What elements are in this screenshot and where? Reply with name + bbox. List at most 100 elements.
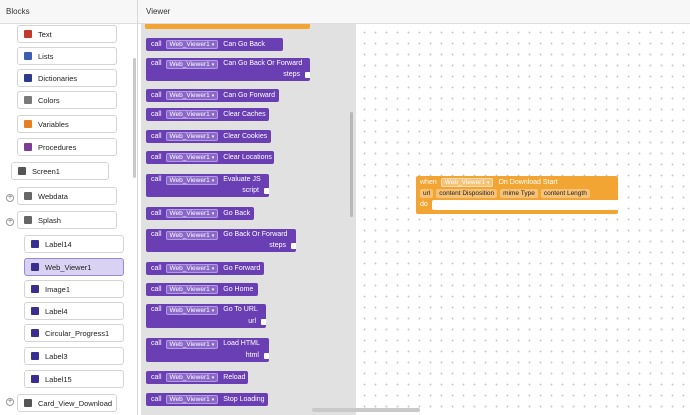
method-arg-label: html — [245, 352, 259, 359]
method-name: Go Back Or Forward — [223, 231, 288, 238]
component-dropdown[interactable]: Web_Viewer1▾ — [165, 340, 219, 349]
tree-item-label: Web_Viewer1 — [45, 262, 92, 272]
method-arg-label: steps — [283, 71, 300, 78]
component-dropdown[interactable]: Web_Viewer1▾ — [165, 285, 219, 294]
call-label: call — [151, 111, 162, 118]
tree-item-text[interactable]: Text — [17, 25, 117, 43]
tree-item-variables[interactable]: Variables — [17, 115, 117, 133]
call-label: call — [151, 374, 162, 381]
call-label: call — [151, 210, 162, 217]
method-name: Clear Locations — [223, 154, 272, 161]
call-label: call — [151, 231, 162, 238]
call-label: call — [151, 60, 162, 67]
tree-item-lists[interactable]: Lists — [17, 47, 117, 65]
dropdown-arrow-icon: ▾ — [211, 112, 215, 118]
partial-event-block[interactable] — [145, 24, 310, 29]
call-label: call — [151, 92, 162, 99]
event-param[interactable]: content Length — [540, 189, 590, 198]
component-dropdown[interactable]: Web_Viewer1▾ — [165, 209, 219, 218]
component-dropdown[interactable]: Web_Viewer1▾ — [165, 306, 219, 315]
text-icon — [24, 30, 32, 38]
tree-item-colors[interactable]: Colors — [17, 91, 117, 109]
expand-toggle-icon[interactable]: + — [6, 194, 14, 202]
expand-toggle-icon[interactable]: + — [6, 218, 14, 226]
input-socket-icon — [305, 72, 310, 78]
colors-icon — [24, 96, 32, 104]
component-dropdown[interactable]: Web_Viewer1▾ — [165, 153, 219, 162]
tree-item-label: Webdata — [38, 191, 68, 201]
component-dropdown[interactable]: Web_Viewer1▾ — [165, 132, 219, 141]
component-dropdown[interactable]: Web_Viewer1▾ — [165, 373, 219, 382]
component-dropdown[interactable]: Web_Viewer1▾ — [165, 395, 219, 404]
lists-icon — [24, 52, 32, 60]
expand-toggle-icon[interactable]: + — [6, 398, 14, 406]
component-dropdown[interactable]: Web_Viewer1▾ — [165, 176, 219, 185]
dropdown-arrow-icon: ▾ — [211, 155, 215, 161]
dropdown-arrow-icon: ▾ — [211, 266, 215, 272]
component-dropdown[interactable]: Web_Viewer1▾ — [165, 60, 219, 69]
input-socket-icon — [261, 319, 266, 325]
webviewer-icon — [31, 263, 39, 271]
component-dropdown[interactable]: Web_Viewer1▾ — [165, 231, 219, 240]
webdata-icon — [24, 192, 32, 200]
component-dropdown[interactable]: Web_Viewer1▾ — [165, 40, 219, 49]
method-name: Go Home — [223, 286, 254, 293]
method-name: Can Go Back — [223, 41, 265, 48]
tree-item-label: Label15 — [45, 374, 72, 384]
viewer-panel-title: Viewer — [138, 0, 690, 24]
tree-item-label15[interactable]: Label15 — [24, 370, 124, 388]
tree-item-label14[interactable]: Label14 — [24, 235, 124, 253]
dropdown-arrow-icon: ▾ — [211, 93, 215, 99]
blocks-workspace[interactable] — [356, 24, 690, 415]
tree-item-card-view-download[interactable]: Card_View_Download — [17, 394, 117, 412]
method-name: Load HTML — [223, 340, 260, 347]
component-dropdown[interactable]: Web_Viewer1▾ — [165, 110, 219, 119]
tree-item-web-viewer1[interactable]: Web_Viewer1 — [24, 258, 124, 276]
tree-item-webdata[interactable]: Webdata — [17, 187, 117, 205]
event-do-slot[interactable] — [432, 200, 618, 210]
workspace-horizontal-scrollbar[interactable] — [312, 408, 420, 412]
component-dropdown[interactable]: Web_Viewer1▾ — [165, 264, 219, 273]
tree-item-procedures[interactable]: Procedures — [17, 138, 117, 156]
drawer-scrollbar[interactable] — [350, 112, 353, 217]
tree-item-label: Screen1 — [32, 166, 60, 176]
tree-item-screen1[interactable]: Screen1 — [11, 162, 109, 180]
component-dropdown[interactable]: Web_Viewer1▾ — [165, 91, 219, 100]
input-socket-icon — [264, 188, 269, 194]
tree-item-label3[interactable]: Label3 — [24, 347, 124, 365]
tree-item-dictionaries[interactable]: Dictionaries — [17, 69, 117, 87]
event-component-dropdown[interactable]: Web_Viewer1▾ — [440, 178, 494, 187]
blocks-scrollbar[interactable] — [133, 58, 136, 178]
method-name: Can Go Forward — [223, 92, 276, 99]
tree-item-splash[interactable]: Splash — [17, 211, 117, 229]
splash-icon — [24, 216, 32, 224]
dropdown-arrow-icon: ▾ — [211, 233, 215, 239]
tree-item-label: Text — [38, 29, 52, 39]
event-param[interactable]: url — [420, 189, 434, 198]
event-param[interactable]: mime Type — [500, 189, 538, 198]
call-label: call — [151, 396, 162, 403]
label-icon — [31, 375, 39, 383]
tree-item-circular-progress1[interactable]: Circular_Progress1 — [24, 324, 124, 342]
tree-item-image1[interactable]: Image1 — [24, 280, 124, 298]
event-param[interactable]: content Disposition — [436, 189, 498, 198]
dropdown-arrow-icon: ▾ — [211, 42, 215, 48]
label-icon — [31, 240, 39, 248]
tree-item-label4[interactable]: Label4 — [24, 302, 124, 320]
